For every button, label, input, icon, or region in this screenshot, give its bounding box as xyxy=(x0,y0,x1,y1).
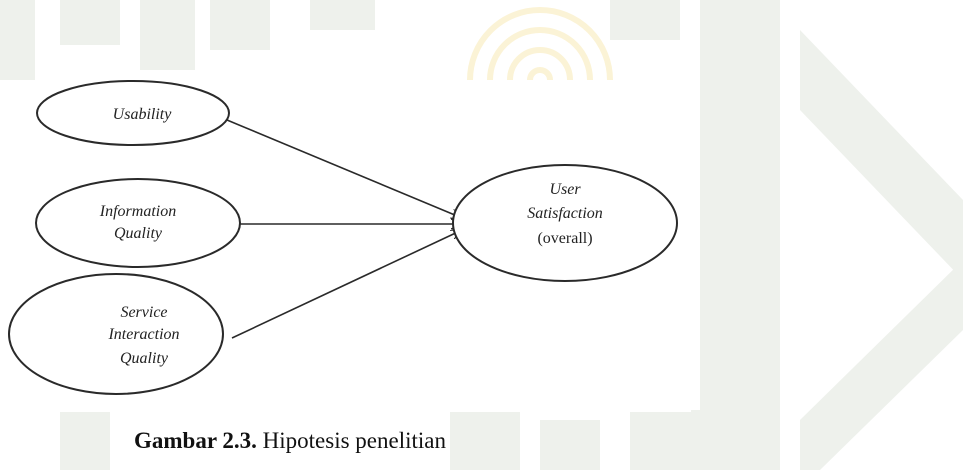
svg-text:Quality: Quality xyxy=(114,225,163,242)
node-user-satisfaction: User Satisfaction (overall) xyxy=(452,164,678,282)
svg-text:Service: Service xyxy=(120,304,167,321)
edge-usability-to-satisfaction xyxy=(226,119,462,218)
node-user-satisfaction-line-1: User xyxy=(549,181,581,198)
caption-text: Hipotesis penelitian xyxy=(256,428,446,453)
svg-text:Satisfaction: Satisfaction xyxy=(527,205,603,222)
node-usability: Usability xyxy=(36,80,230,146)
node-user-satisfaction-line-2: Satisfaction xyxy=(527,205,603,222)
svg-text:(overall): (overall) xyxy=(537,230,592,247)
node-information-quality-line-2: Quality xyxy=(114,225,163,242)
node-user-satisfaction-overall: (overall) xyxy=(537,230,592,247)
node-service-line-3: Quality xyxy=(120,350,169,367)
figure-caption: Gambar 2.3. Hipotesis penelitian xyxy=(134,428,446,454)
hypothesis-diagram: Usability Information Quality Service In… xyxy=(8,80,678,395)
node-service-line-1: Service xyxy=(120,304,167,321)
diagram-panel: Usability Information Quality Service In… xyxy=(0,80,691,412)
caption-label: Gambar 2.3. xyxy=(134,428,257,453)
node-information-quality: Information Quality xyxy=(35,178,241,268)
node-information-quality-line-1: Information xyxy=(99,203,176,220)
svg-text:Information: Information xyxy=(99,203,176,220)
svg-text:Quality: Quality xyxy=(120,350,169,367)
svg-text:Interaction: Interaction xyxy=(107,326,179,343)
node-service-line-2: Interaction xyxy=(107,326,179,343)
edge-service-quality-to-satisfaction xyxy=(231,230,462,339)
svg-text:User: User xyxy=(549,181,581,198)
node-usability-label: Usability xyxy=(113,106,173,123)
node-service-interaction-quality: Service Interaction Quality xyxy=(8,273,224,395)
svg-text:Usability: Usability xyxy=(113,106,173,123)
